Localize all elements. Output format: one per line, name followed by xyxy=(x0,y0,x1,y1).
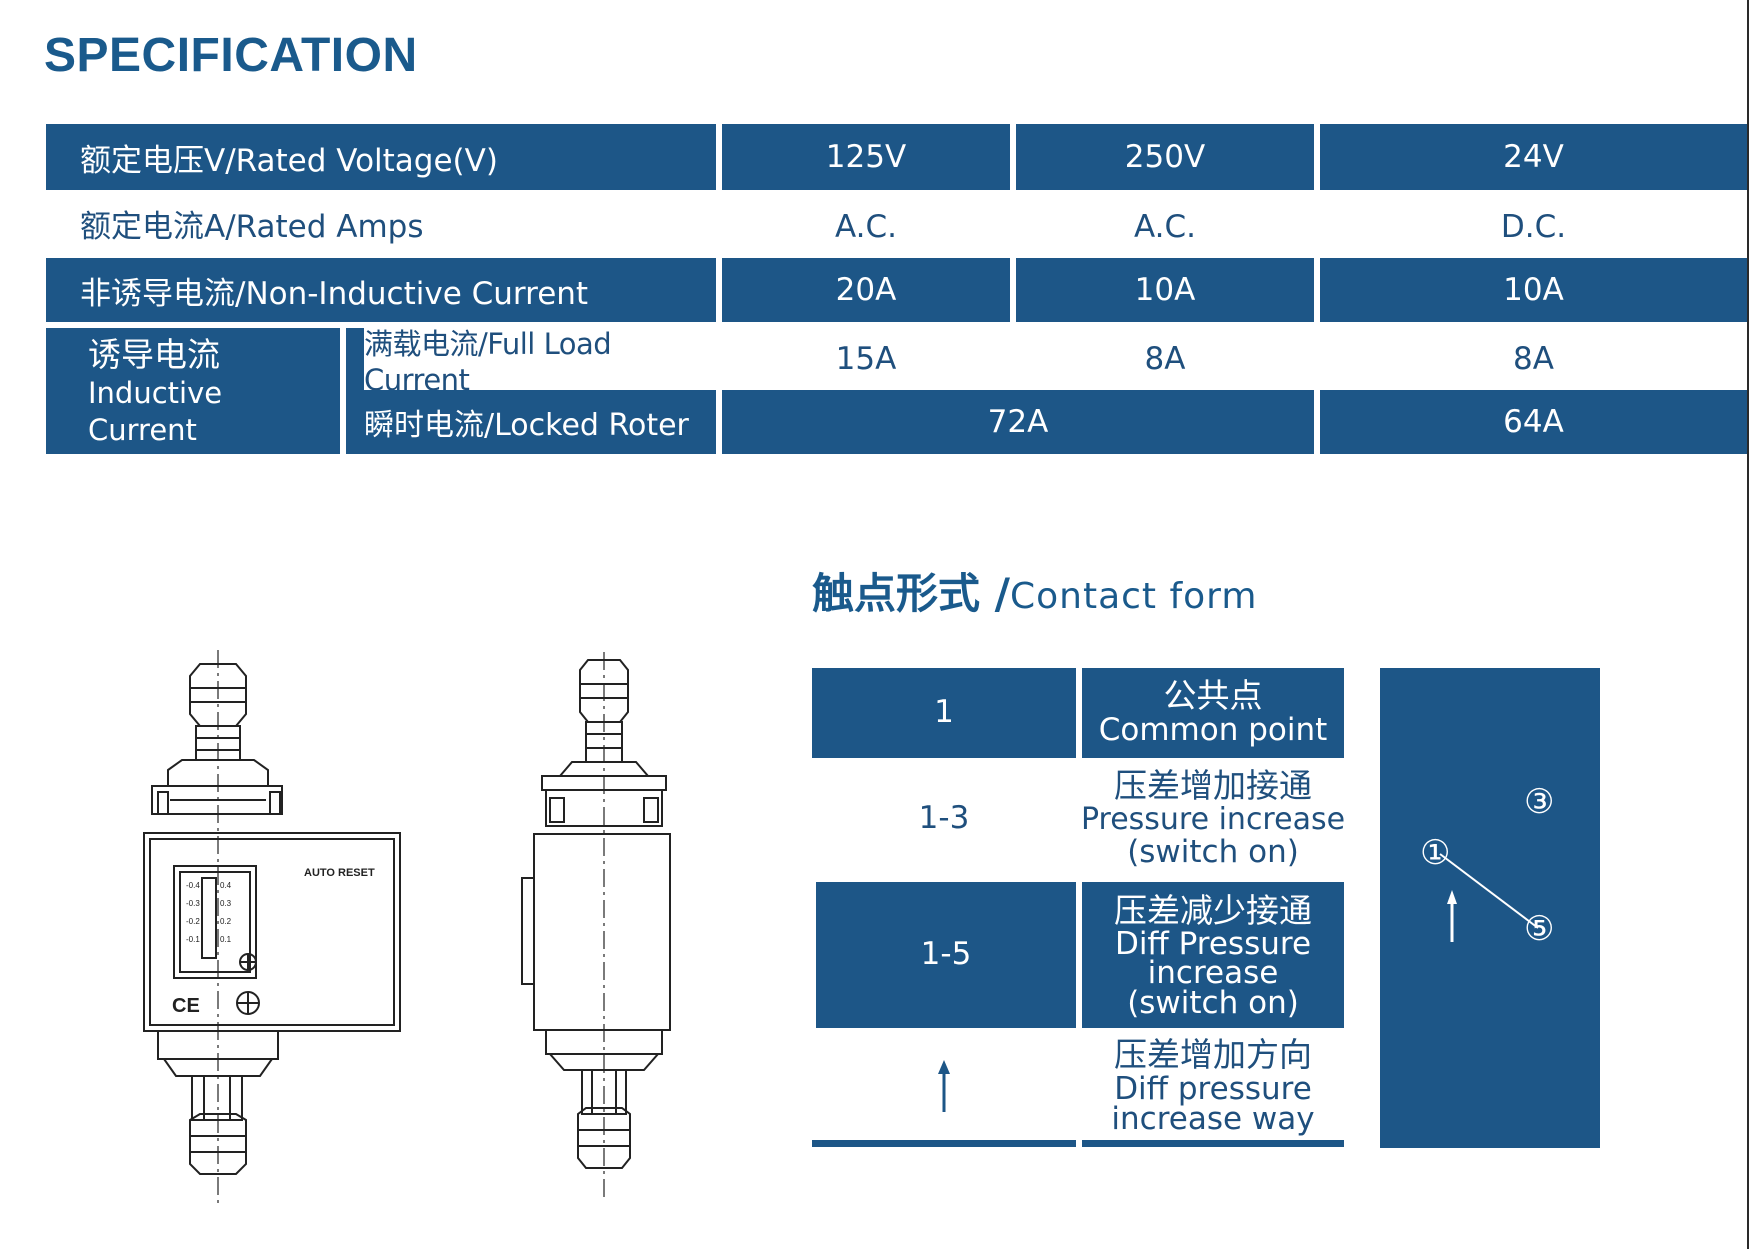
page-title: SPECIFICATION xyxy=(44,29,418,82)
svg-text:-0.1: -0.1 xyxy=(186,935,200,944)
full-load-label: 满载电流/Full Load Current xyxy=(364,327,716,397)
svg-text:-0.3: -0.3 xyxy=(186,899,200,908)
full-load-8a-2: 8A xyxy=(1320,328,1747,390)
terminal-3: ③ xyxy=(1524,782,1554,822)
non-inductive-10a-1: 10A xyxy=(1016,258,1314,322)
contact-desc-common-cn: 公共点 xyxy=(1163,676,1263,716)
contact-bottom-rule-left xyxy=(812,1140,1076,1147)
rated-voltage-24: 24V xyxy=(1320,124,1747,190)
svg-text:0.2: 0.2 xyxy=(220,917,232,926)
page-edge-rule xyxy=(1747,0,1749,1249)
contact-desc-direction-cn: 压差增加方向 xyxy=(1114,1035,1312,1075)
contact-bottom-rule-right xyxy=(1082,1140,1344,1147)
locked-rotor-64a: 64A xyxy=(1320,390,1747,454)
contact-desc-1-5-cn: 压差减少接通 xyxy=(1114,890,1312,930)
inductive-label-cn: 诱导电流 xyxy=(88,335,220,375)
contact-code-1: 1 xyxy=(812,668,1076,758)
switch-diagram: ① ③ ⑤ xyxy=(1420,782,1554,949)
contact-desc-1-5: 压差减少接通 Diff Pressure increase (switch on… xyxy=(1082,882,1344,1028)
locked-rotor-label: 瞬时电流/Locked Roter xyxy=(346,390,716,454)
contact-desc-1-3-en-2: (switch on) xyxy=(1127,834,1299,871)
terminal-1: ① xyxy=(1420,833,1450,873)
terminal-5: ⑤ xyxy=(1524,909,1554,949)
full-load-15a: 15A xyxy=(722,328,1010,390)
svg-text:0.1: 0.1 xyxy=(220,935,232,944)
locked-rotor-72a: 72A xyxy=(722,390,1314,454)
contact-code-1-3: 1-3 xyxy=(812,760,1076,878)
svg-text:0.4: 0.4 xyxy=(220,881,232,890)
rated-voltage-125: 125V xyxy=(722,124,1010,190)
rated-amps-ac-1: A.C. xyxy=(722,196,1010,258)
contact-desc-direction-en-1: Diff pressure xyxy=(1114,1070,1312,1107)
front-view-drawing: -0.4 -0.3 -0.2 -0.1 0.4 0.3 0.2 0.1 AUTO RESET… xyxy=(143,650,401,1206)
inductive-label-en: Inductive Current xyxy=(88,376,223,447)
contact-desc-1-5-en-3: (switch on) xyxy=(1127,984,1299,1021)
rated-voltage-label: 额定电压V/Rated Voltage(V) xyxy=(46,124,716,190)
contact-desc-1-3-en-1: Pressure increase xyxy=(1080,801,1346,837)
rated-amps-label: 额定电流A/Rated Amps xyxy=(46,192,716,254)
contact-desc-1-5-en-1: Diff Pressure xyxy=(1114,925,1312,962)
contact-code-1-5: 1-5 xyxy=(816,882,1076,1028)
contact-desc-direction-en-2: increase way xyxy=(1111,1101,1315,1138)
side-view-drawing xyxy=(521,652,671,1200)
contact-desc-common: 公共点 Common point xyxy=(1082,668,1344,758)
contact-code-arrow xyxy=(812,1032,1076,1140)
contact-diagram-panel: ① ③ ⑤ xyxy=(1380,668,1600,1148)
rated-amps-dc: D.C. xyxy=(1320,196,1747,258)
auto-reset-label: AUTO RESET xyxy=(304,867,375,879)
rated-voltage-250: 250V xyxy=(1016,124,1314,190)
contact-desc-1-3-cn: 压差增加接通 xyxy=(1114,766,1312,806)
non-inductive-label: 非诱导电流/Non-Inductive Current xyxy=(46,258,716,322)
rated-amps-ac-2: A.C. xyxy=(1016,196,1314,258)
contact-form-title-en: Contact form xyxy=(1009,576,1258,617)
contact-form-title: 触点形式 /Contact form xyxy=(812,560,1257,621)
contact-form-title-cn: 触点形式 / xyxy=(812,569,1010,618)
up-arrow-icon xyxy=(938,1060,950,1112)
non-inductive-20a: 20A xyxy=(722,258,1010,322)
contact-desc-common-en: Common point xyxy=(1098,712,1328,749)
ce-mark: CE xyxy=(172,995,200,1017)
svg-text:0.3: 0.3 xyxy=(220,899,232,908)
svg-text:-0.4: -0.4 xyxy=(186,881,200,890)
contact-desc-1-5-en-2: increase xyxy=(1147,955,1279,992)
full-load-accent-bar xyxy=(346,328,364,390)
contact-desc-direction: 压差增加方向 Diff pressure increase way xyxy=(1082,1032,1344,1140)
full-load-8a-1: 8A xyxy=(1016,328,1314,390)
non-inductive-10a-2: 10A xyxy=(1320,258,1747,322)
contact-desc-1-3: 压差增加接通 Pressure increase (switch on) xyxy=(1080,760,1346,878)
inductive-label: 诱导电流 Inductive Current xyxy=(46,328,340,454)
svg-text:-0.2: -0.2 xyxy=(186,917,200,926)
